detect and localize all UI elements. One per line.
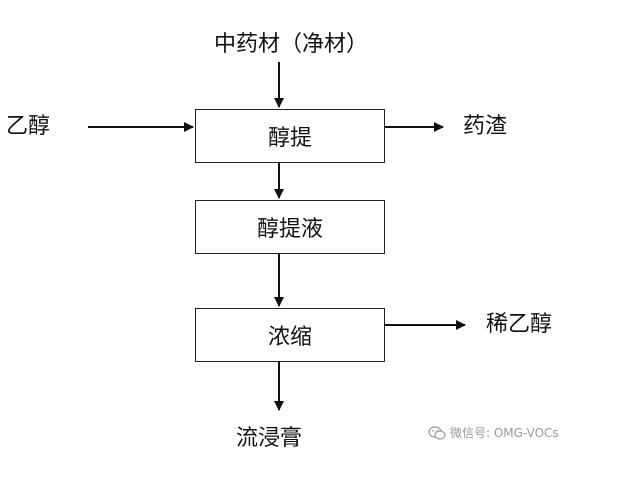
extract-liquid-box: 醇提液 <box>195 200 385 254</box>
residue-output-label: 药渣 <box>463 114 508 139</box>
extract-liquid-label: 醇提液 <box>256 217 323 242</box>
watermark: 微信号: OMG-VOCs <box>428 424 559 441</box>
watermark-text: 微信号: OMG-VOCs <box>450 426 559 440</box>
wechat-icon <box>428 425 446 440</box>
dilute-ethanol-output-label: 稀乙醇 <box>486 312 553 337</box>
herb-input-label: 中药材（净材） <box>214 32 369 57</box>
concentration-box: 浓缩 <box>195 308 385 362</box>
ethanol-input-label: 乙醇 <box>6 114 51 139</box>
fluid-extract-output-label: 流浸膏 <box>236 426 303 451</box>
extraction-box: 醇提 <box>195 109 385 163</box>
concentration-label: 浓缩 <box>267 325 312 350</box>
extraction-label: 醇提 <box>267 126 312 151</box>
